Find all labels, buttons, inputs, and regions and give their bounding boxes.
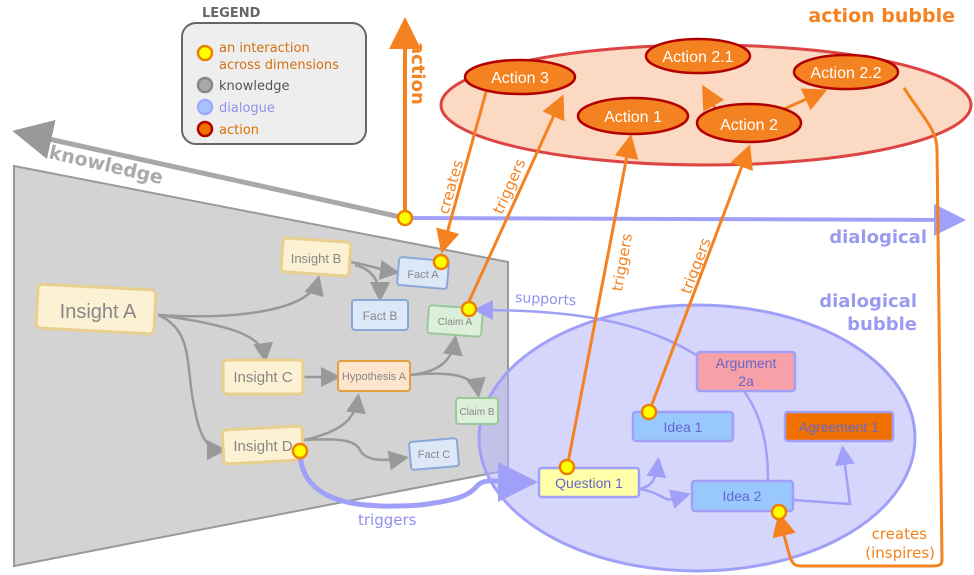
svg-text:Argument: Argument: [716, 355, 777, 371]
svg-text:Claim B: Claim B: [459, 407, 494, 418]
legend-knowledge-label: knowledge: [219, 79, 289, 94]
node-insight-d[interactable]: Insight D: [220, 424, 306, 466]
legend-box: [181, 22, 367, 145]
action-edges: [436, 84, 944, 568]
knowledge-axis: [12, 119, 406, 221]
node-action-2[interactable]: Action 2: [695, 102, 803, 144]
legend: LEGEND an interaction across dimensions …: [181, 6, 367, 145]
svg-text:Action 2: Action 2: [720, 117, 778, 134]
svg-text:Insight B: Insight B: [291, 251, 342, 266]
svg-text:Agreement 1: Agreement 1: [799, 419, 879, 435]
node-action-3[interactable]: Action 3: [463, 58, 577, 96]
svg-text:Action 1: Action 1: [604, 109, 662, 126]
interaction-dots: [291, 209, 788, 521]
legend-dialogue-icon: [196, 98, 214, 116]
legend-action-icon: [196, 120, 214, 138]
knowledge-edges: [157, 260, 486, 471]
svg-text:Fact B: Fact B: [363, 309, 398, 323]
node-fact-c[interactable]: Fact C: [408, 437, 460, 471]
interaction-dot-claim-a: [460, 300, 478, 318]
triggers-label-blue: triggers: [358, 511, 417, 529]
interaction-dot-idea-1: [640, 403, 658, 421]
node-action-2-2[interactable]: Action 2.2: [792, 53, 900, 91]
node-insight-a[interactable]: Insight A: [34, 282, 158, 336]
node-claim-b[interactable]: Claim B: [455, 397, 499, 425]
legend-dialogue-label: dialogue: [219, 101, 275, 116]
svg-text:2a: 2a: [738, 373, 754, 389]
node-question-1[interactable]: Question 1: [537, 466, 641, 499]
dialogical-axis: [404, 203, 966, 236]
creates-inspires-label-1: creates: [872, 525, 928, 543]
svg-text:Insight D: Insight D: [233, 438, 292, 455]
insight-d-triggers-question-edge: [297, 449, 538, 509]
interaction-dot-idea-2: [770, 503, 788, 521]
node-hypothesis-a[interactable]: Hypothesis A: [337, 360, 411, 392]
node-idea-2[interactable]: Idea 2: [690, 479, 795, 513]
svg-text:Idea 1: Idea 1: [664, 419, 703, 435]
node-action-2-1[interactable]: Action 2.1: [644, 37, 752, 75]
svg-text:Idea 2: Idea 2: [723, 488, 762, 504]
legend-interaction-label-2: across dimensions: [219, 58, 339, 73]
node-fact-b[interactable]: Fact B: [351, 299, 409, 331]
dialogical-bubble-label-2: bubble: [847, 314, 917, 335]
svg-text:Question 1: Question 1: [555, 475, 623, 491]
creates-inspires-label-2: (inspires): [865, 544, 935, 562]
supports-label: supports: [515, 290, 577, 309]
svg-text:Action 3: Action 3: [491, 70, 549, 87]
node-agreement-1[interactable]: Agreement 1: [783, 410, 895, 443]
action-axis-label: action: [407, 42, 428, 105]
svg-text:Insight A: Insight A: [60, 301, 137, 323]
svg-text:Claim A: Claim A: [438, 317, 473, 328]
legend-knowledge-icon: [196, 76, 214, 94]
svg-text:Insight C: Insight C: [233, 369, 292, 386]
interaction-dot-fact-a: [432, 253, 450, 271]
legend-action-label: action: [219, 123, 259, 138]
dialogical-bubble-label-1: dialogical: [819, 291, 917, 312]
node-argument-2a[interactable]: Argument 2a: [695, 350, 797, 393]
svg-text:Fact C: Fact C: [418, 449, 450, 461]
triggers-label-2: triggers: [608, 232, 636, 293]
interaction-dot-question-1: [558, 458, 576, 476]
node-insight-b[interactable]: Insight B: [279, 236, 353, 278]
svg-text:Hypothesis A: Hypothesis A: [342, 371, 407, 383]
node-action-1[interactable]: Action 1: [576, 96, 690, 136]
svg-text:Action 2.2: Action 2.2: [810, 65, 881, 82]
svg-text:Action 2.1: Action 2.1: [662, 49, 733, 66]
interaction-dot-origin: [396, 209, 414, 227]
creates-label: creates: [435, 158, 468, 216]
legend-title: LEGEND: [202, 6, 261, 21]
node-insight-c[interactable]: Insight C: [221, 358, 305, 396]
dialogical-axis-label: dialogical: [829, 227, 927, 248]
interaction-dot-insight-d: [291, 442, 309, 460]
action-bubble-label: action bubble: [808, 5, 955, 27]
legend-interaction-label-1: an interaction: [219, 41, 310, 56]
node-idea-1[interactable]: Idea 1: [631, 410, 735, 443]
triggers-label-3: triggers: [677, 235, 715, 296]
svg-text:Fact A: Fact A: [407, 269, 439, 281]
legend-interaction-icon: [196, 44, 214, 62]
triggers-label-1: triggers: [489, 156, 529, 217]
